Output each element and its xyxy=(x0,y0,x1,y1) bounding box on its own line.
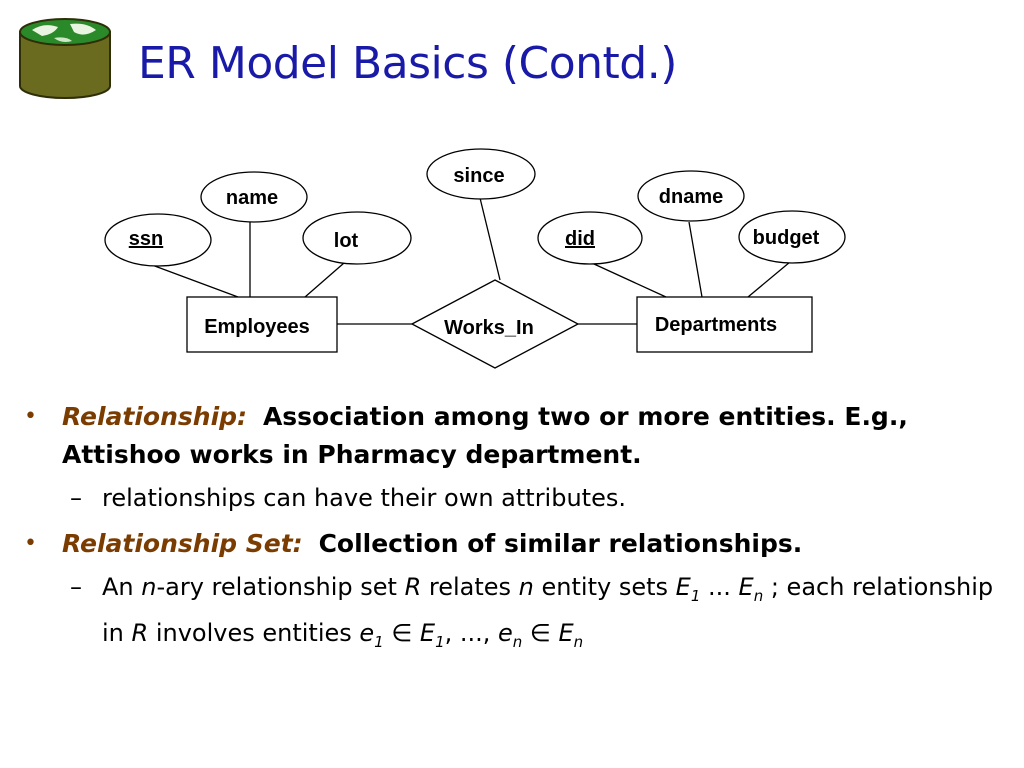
attribute-did-label: did xyxy=(565,228,595,250)
sub-bullet-attributes-text: relationships can have their own attribu… xyxy=(102,484,626,512)
link-did xyxy=(593,263,667,298)
link-budget xyxy=(747,261,791,298)
bullet-dot: • xyxy=(24,404,37,429)
database-globe-icon xyxy=(14,14,114,104)
term-separator: : xyxy=(237,402,248,431)
bullet-relationship: • Relationship: Association among two or… xyxy=(24,398,1014,474)
sub-bullet-n-ary: – An n-ary relationship set R relates n … xyxy=(24,569,1014,661)
bullet-dot: • xyxy=(24,531,37,556)
entity-departments-label: Departments xyxy=(655,314,777,336)
er-diagram: ssn name lot since did dname budget Empl… xyxy=(104,148,846,369)
attribute-did xyxy=(537,211,643,265)
sub-bullet-attributes: – relationships can have their own attri… xyxy=(24,480,1014,517)
entity-employees xyxy=(186,296,338,353)
relationship-works-in-label: Works_In xyxy=(444,317,534,339)
attribute-since-label: since xyxy=(453,165,504,187)
relationship-works-in xyxy=(410,279,580,369)
link-ssn xyxy=(151,264,239,298)
attribute-name xyxy=(200,171,308,223)
attribute-dname xyxy=(637,170,745,222)
attribute-lot-label: lot xyxy=(334,230,359,252)
definition-relationship: Association among two or more entities. … xyxy=(62,402,908,469)
term-separator: : xyxy=(292,529,303,558)
attribute-budget xyxy=(738,210,846,264)
attribute-ssn-label: ssn xyxy=(129,228,163,250)
link-since xyxy=(479,197,501,281)
attribute-dname-label: dname xyxy=(659,186,723,208)
bullet-list: • Relationship: Association among two or… xyxy=(24,398,1014,669)
n-ary-text: An n-ary relationship set R relates n en… xyxy=(102,573,994,651)
attribute-lot xyxy=(302,211,412,265)
slide-title: ER Model Basics (Contd.) xyxy=(138,38,677,89)
link-lot xyxy=(304,262,345,298)
attribute-budget-label: budget xyxy=(753,227,820,249)
dash-marker: – xyxy=(70,573,82,601)
entity-departments xyxy=(636,296,813,353)
attribute-name-label: name xyxy=(226,187,278,209)
dash-marker: – xyxy=(70,484,82,512)
attribute-ssn xyxy=(104,213,212,267)
bullet-relationship-set: • Relationship Set: Collection of simila… xyxy=(24,525,1014,563)
attribute-since xyxy=(426,148,536,200)
link-dname xyxy=(688,221,703,298)
entity-employees-label: Employees xyxy=(204,316,310,338)
definition-relationship-set: Collection of similar relationships. xyxy=(318,529,803,558)
term-relationship-set: Relationship Set xyxy=(62,529,293,558)
term-relationship: Relationship xyxy=(62,402,238,431)
